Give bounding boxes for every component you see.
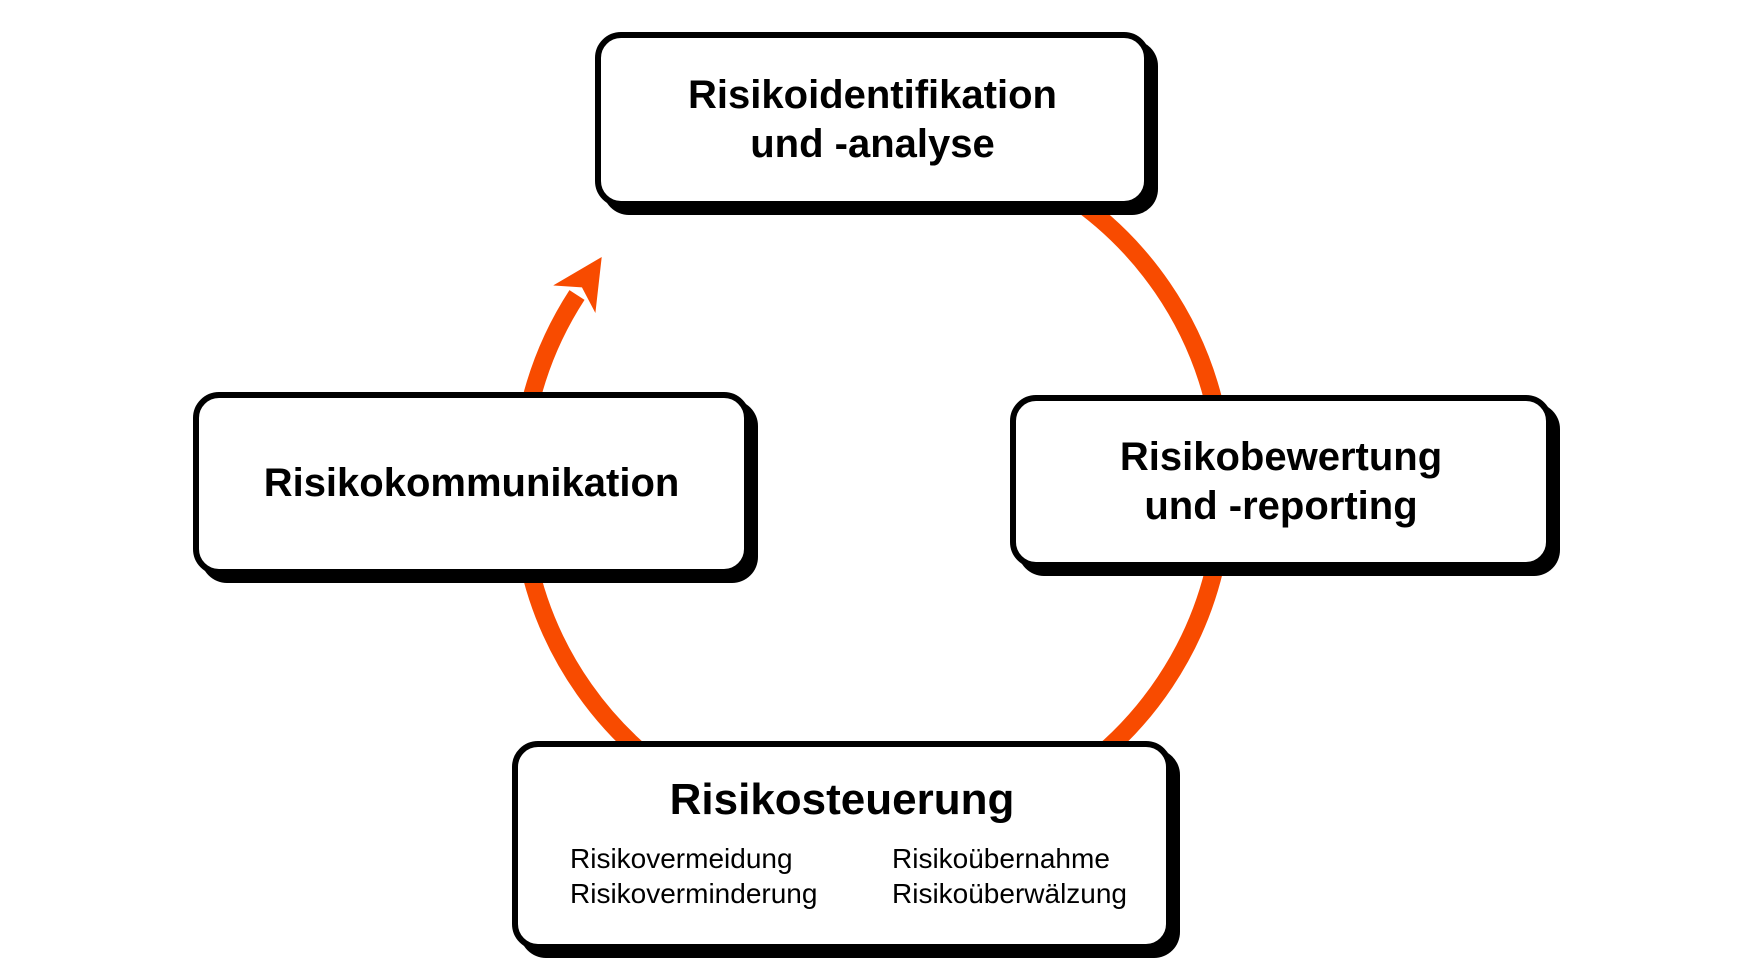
node-risikobewertung: Risikobewertung und -reporting <box>1010 395 1552 568</box>
node-risikobewertung-title: Risikobewertung und -reporting <box>1120 433 1442 531</box>
node-risikoidentifikation: Risikoidentifikation und -analyse <box>595 32 1150 207</box>
node-risikosteuerung: Risikosteuerung Risikovermeidung Risikov… <box>512 741 1172 950</box>
title-line-1: Risikobewertung <box>1119 434 1443 479</box>
title-line-2: und -analyse <box>750 121 995 166</box>
node-risikokommunikation-title: Risikokommunikation <box>263 461 680 506</box>
title-line-2: und -reporting <box>1144 483 1418 528</box>
measure-risikovermeidung: Risikovermeidung <box>570 842 793 874</box>
measure-risikoueberwaelzung: Risikoüberwälzung <box>892 877 1128 909</box>
measures-column-right: Risikoübernahme Risikoüberwälzung <box>892 841 1166 911</box>
node-risikosteuerung-title: Risikosteuerung <box>669 775 1015 824</box>
measure-risikoverminderung: Risikoverminderung <box>570 877 818 909</box>
node-risikokommunikation: Risikokommunikation <box>193 392 750 575</box>
risikosteuerung-measures: Risikovermeidung Risikoverminderung Risi… <box>518 841 1166 911</box>
measure-risikouebernahme: Risikoübernahme <box>892 842 1110 874</box>
title-line-1: Risikoidentifikation <box>688 72 1057 117</box>
measures-column-left: Risikovermeidung Risikoverminderung <box>570 841 892 911</box>
node-risikoidentifikation-title: Risikoidentifikation und -analyse <box>688 71 1057 169</box>
